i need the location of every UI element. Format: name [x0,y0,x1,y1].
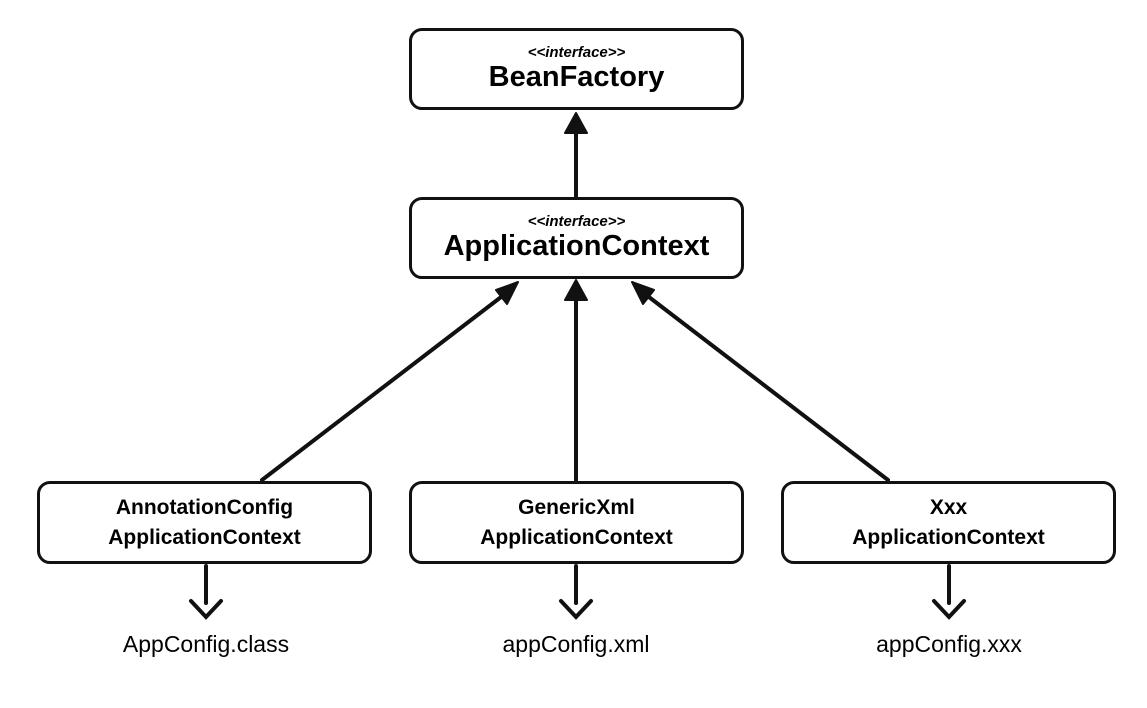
arrowhead-appconfigxml [559,599,593,620]
annotation-config-node: AnnotationConfig ApplicationContext [37,481,372,564]
arrowhead-appconfigclass [189,599,223,620]
bean-factory-stereotype: <<interface>> [527,44,626,61]
generic-xml-line1: GenericXml [518,495,635,519]
annotation-config-line1: AnnotationConfig [115,495,294,519]
appconfig-class-label: AppConfig.class [122,631,290,657]
arrowhead-applicationcontext-left [495,281,519,305]
xxx-node: Xxx ApplicationContext [781,481,1116,564]
xxx-line1: Xxx [929,495,968,519]
annotation-config-line2: ApplicationContext [108,525,301,549]
generic-xml-line2: ApplicationContext [480,525,673,549]
application-context-stereotype: <<interface>> [527,213,626,230]
arrowhead-beanfactory [564,112,588,134]
edge-annotationconfig-to-applicationcontext [260,292,507,482]
appconfig-xxx-label: appConfig.xxx [876,631,1022,657]
arrowhead-appconfigxxx [932,599,966,620]
arrowhead-applicationcontext-center [564,279,588,301]
application-context-node: <<interface>> ApplicationContext [409,197,744,279]
edge-xxx-to-applicationcontext [643,292,890,482]
bean-factory-name: BeanFactory [488,61,665,93]
xxx-line2: ApplicationContext [852,525,1045,549]
application-context-name: ApplicationContext [443,230,710,262]
appconfig-xml-label: appConfig.xml [502,631,650,657]
arrowhead-applicationcontext-right [631,281,655,305]
bean-factory-node: <<interface>> BeanFactory [409,28,744,110]
generic-xml-node: GenericXml ApplicationContext [409,481,744,564]
